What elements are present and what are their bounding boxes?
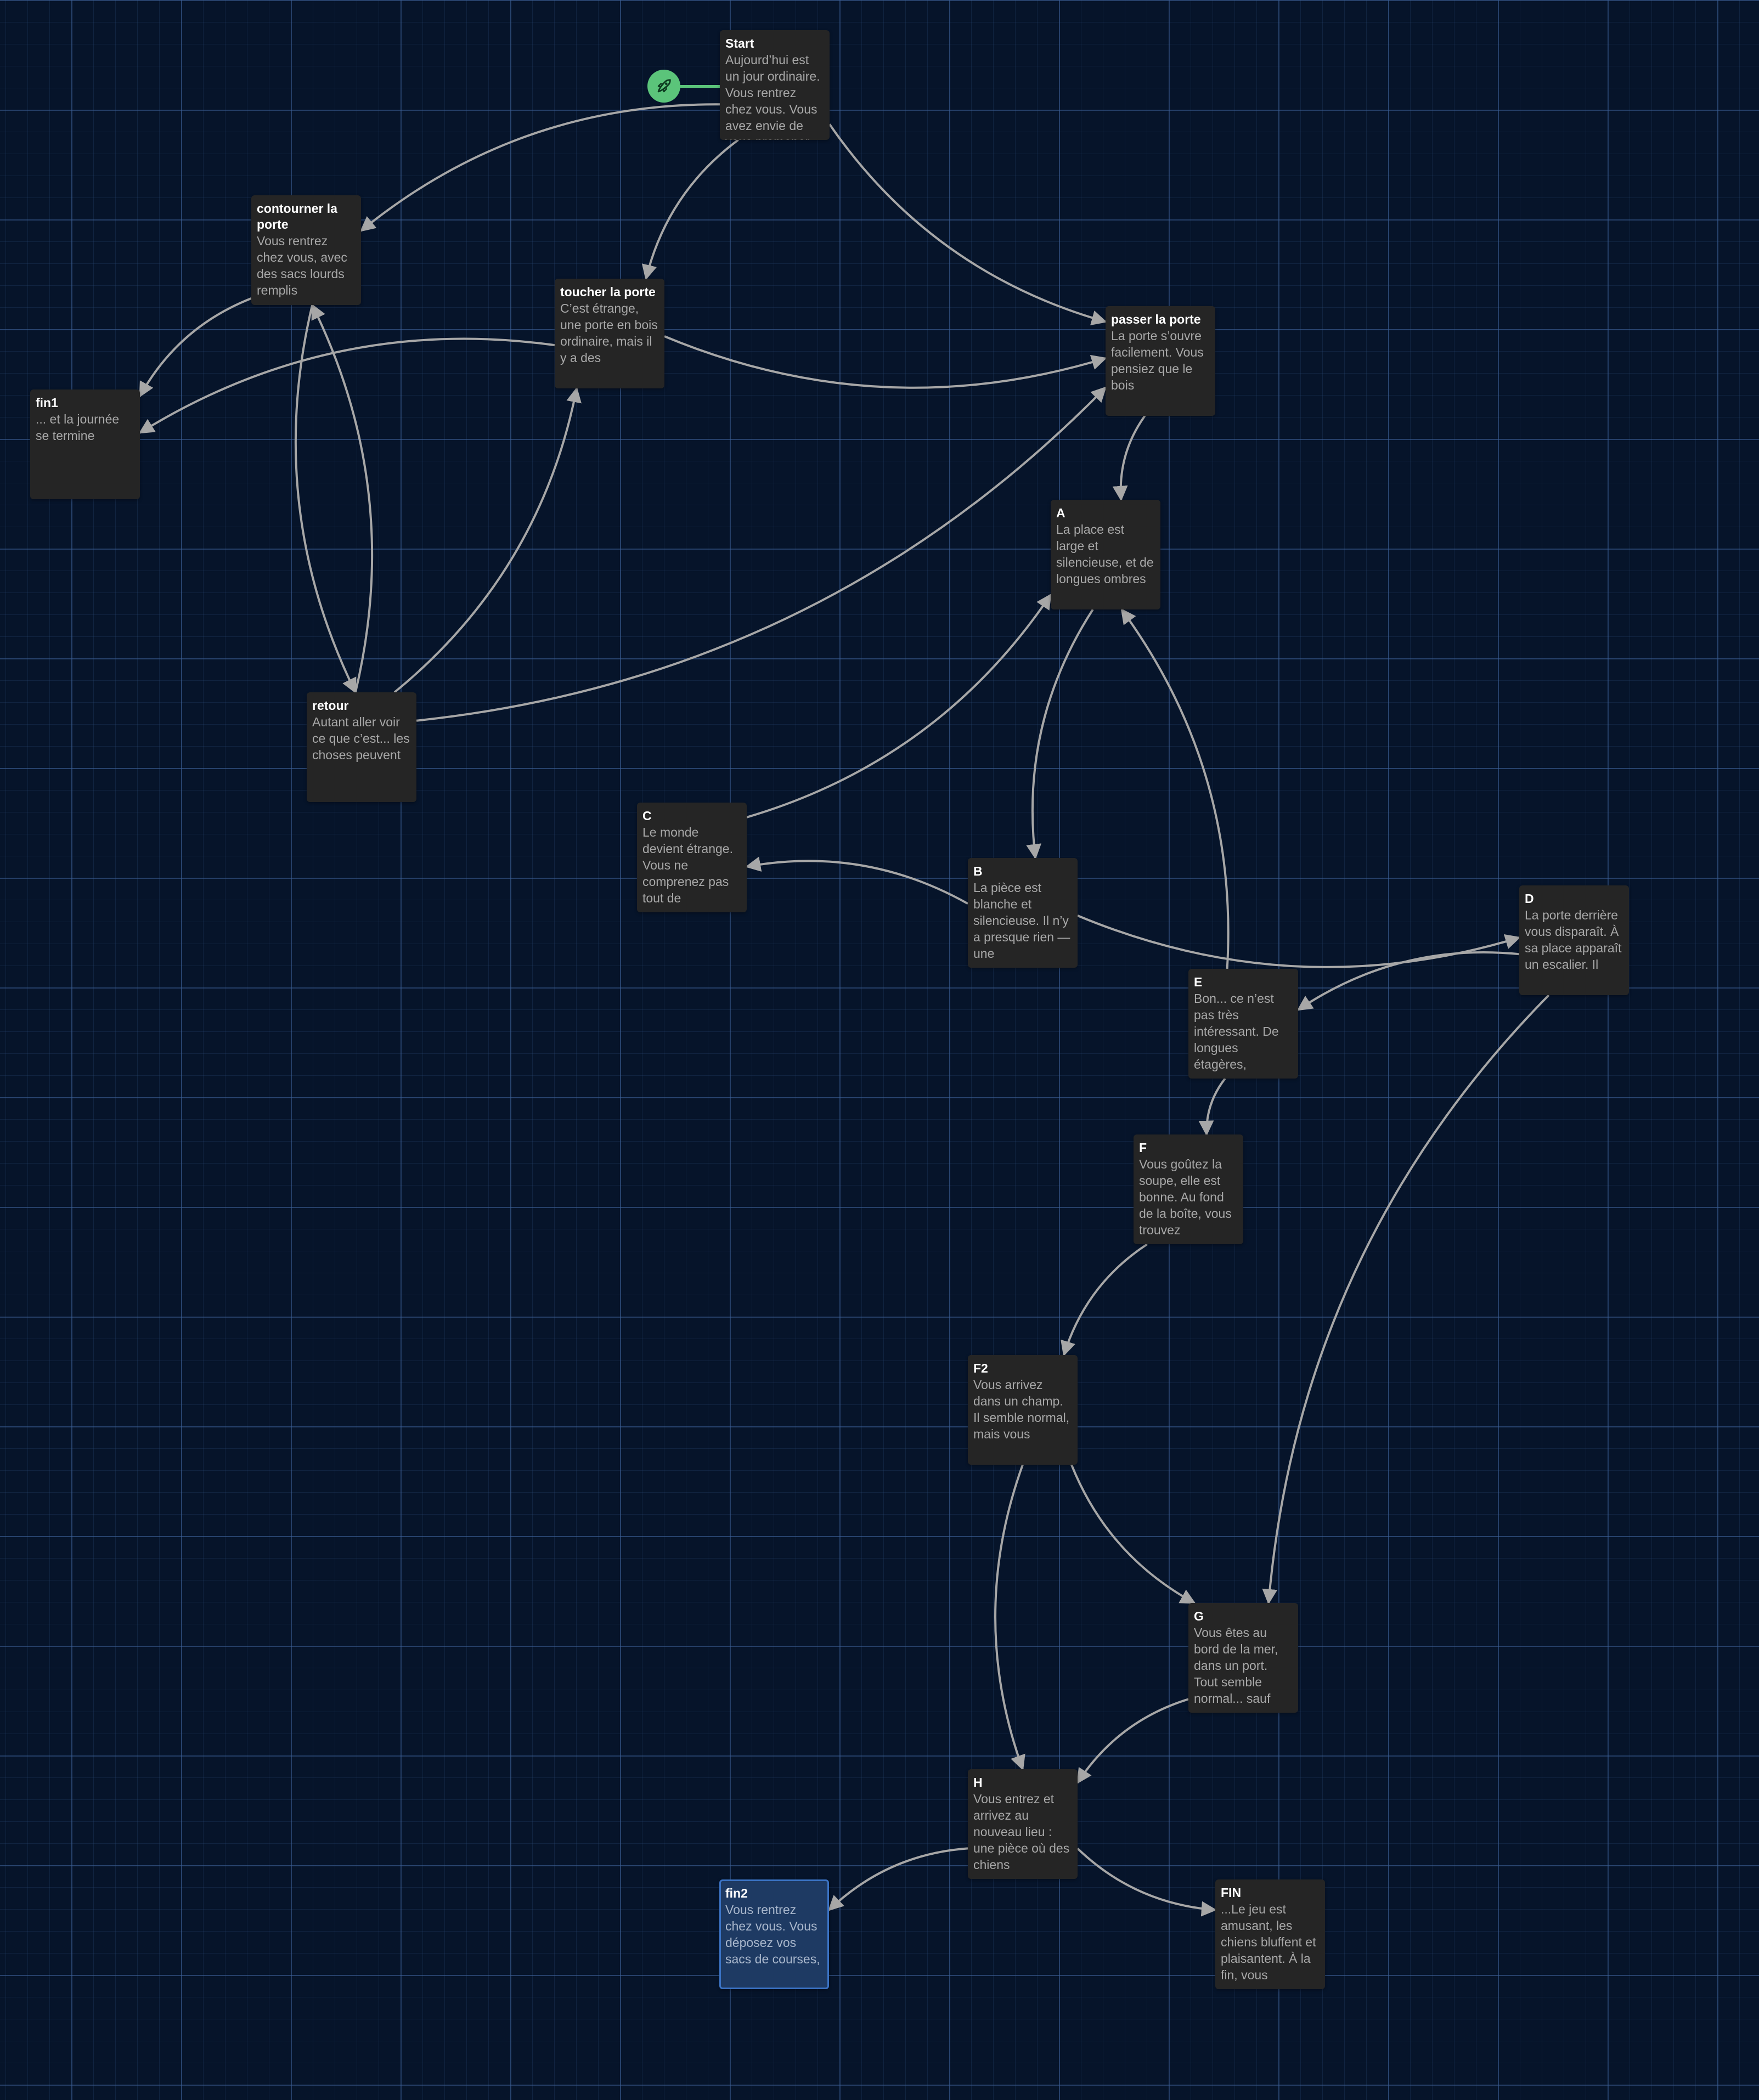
link-G-to-H: [1076, 1698, 1189, 1784]
passage-a[interactable]: A La place est large et silencieuse, et …: [1051, 500, 1160, 609]
passage-excerpt: Le monde devient étrange. Vous ne compre…: [642, 825, 733, 905]
link-contourner-to-retour: [294, 304, 357, 694]
passage-excerpt: Vous goûtez la soupe, elle est bonne. Au…: [1139, 1157, 1232, 1237]
passage-excerpt: ... et la journée se termine: [36, 412, 120, 443]
start-passage-rocket-icon[interactable]: [647, 70, 680, 103]
link-C-to-A: [746, 593, 1052, 818]
link-F2-to-G: [1070, 1464, 1196, 1604]
passage-excerpt: Autant aller voir ce que c’est... les ch…: [312, 715, 410, 762]
link-E-to-A: [1120, 608, 1230, 969]
link-start-to-toucher: [641, 139, 739, 280]
passage-title: passer la porte: [1111, 312, 1201, 326]
passage-retour[interactable]: retour Autant aller voir ce que c’est...…: [307, 692, 416, 802]
passage-title: G: [1194, 1609, 1204, 1623]
link-E-to-F: [1198, 1077, 1226, 1136]
passage-title: B: [973, 864, 983, 878]
link-start-to-contourner: [359, 103, 720, 232]
passage-excerpt: ...Le jeu est amusant, les chiens bluffe…: [1221, 1902, 1316, 1982]
passage-title: retour: [312, 698, 349, 713]
passage-fin1[interactable]: fin1 ... et la journée se termine: [30, 389, 140, 499]
passage-toucher-la-porte[interactable]: toucher la porte C’est étrange, une port…: [555, 279, 664, 388]
passage-contourner-la-porte[interactable]: contourner la porte Vous rentrez chez vo…: [251, 195, 361, 305]
link-B-to-C: [745, 856, 968, 905]
passage-title: D: [1525, 891, 1534, 906]
passage-g[interactable]: G Vous êtes au bord de la mer, dans un p…: [1188, 1603, 1298, 1713]
link-F2-to-H: [994, 1464, 1025, 1771]
passage-excerpt: La place est large et silencieuse, et de…: [1056, 522, 1154, 586]
passage-title: C: [642, 809, 652, 823]
passage-excerpt: Vous arrivez dans un champ. Il semble no…: [973, 1378, 1070, 1441]
passage-title: fin2: [725, 1886, 748, 1900]
link-contourner-to-fin1: [139, 297, 252, 398]
passage-excerpt: C’est étrange, une porte en bois ordinai…: [560, 301, 658, 365]
passage-title: fin1: [36, 396, 58, 410]
passage-excerpt: La porte derrière vous disparaît. À sa p…: [1525, 908, 1622, 972]
passage-excerpt: Vous rentrez chez vous. Vous déposez vos…: [725, 1903, 820, 1966]
passage-passer-la-porte[interactable]: passer la porte La porte s’ouvre facilem…: [1106, 306, 1215, 416]
passage-c[interactable]: C Le monde devient étrange. Vous ne comp…: [637, 803, 747, 912]
passage-d[interactable]: D La porte derrière vous disparaît. À sa…: [1519, 885, 1629, 995]
link-F-to-F2: [1061, 1243, 1148, 1357]
passage-excerpt: Bon... ce n’est pas très intéressant. De…: [1194, 991, 1279, 1071]
passage-title: F: [1139, 1141, 1147, 1155]
link-passer-to-A: [1112, 415, 1146, 501]
link-B-to-D: [1077, 914, 1521, 968]
passage-title: toucher la porte: [560, 285, 656, 299]
passage-title: F2: [973, 1361, 988, 1375]
link-retour-to-toucher: [393, 387, 582, 693]
rocket-icon: [657, 79, 671, 93]
passage-title: H: [973, 1775, 983, 1789]
passage-title: contourner la porte: [257, 201, 337, 232]
link-retour-to-passer: [416, 386, 1107, 722]
passage-excerpt: La porte s’ouvre facilement. Vous pensie…: [1111, 329, 1204, 392]
passage-h[interactable]: H Vous entrez et arrivez au nouveau lieu…: [968, 1769, 1078, 1879]
passage-fin2[interactable]: fin2 Vous rentrez chez vous. Vous dépose…: [719, 1879, 829, 1989]
passage-excerpt: Vous êtes au bord de la mer, dans un por…: [1194, 1625, 1278, 1706]
link-A-to-B: [1026, 608, 1094, 860]
passage-excerpt: Aujourd’hui est un jour ordinaire. Vous …: [725, 53, 820, 140]
link-start-to-passer: [828, 123, 1107, 326]
passage-start[interactable]: Start Aujourd’hui est un jour ordinaire.…: [720, 30, 830, 140]
passage-fin[interactable]: FIN ...Le jeu est amusant, les chiens bl…: [1215, 1879, 1325, 1989]
link-D-to-E: [1296, 951, 1520, 1011]
passage-excerpt: Vous rentrez chez vous, avec des sacs lo…: [257, 234, 347, 297]
link-toucher-to-passer: [664, 335, 1107, 389]
link-toucher-to-fin1: [138, 337, 555, 434]
link-D-to-G: [1262, 994, 1550, 1605]
passage-b[interactable]: B La pièce est blanche et silencieuse. I…: [968, 858, 1078, 968]
link-H-to-FIN: [1076, 1848, 1217, 1917]
start-connector: [680, 85, 720, 88]
passage-title: Start: [725, 36, 754, 50]
passage-e[interactable]: E Bon... ce n’est pas très intéressant. …: [1188, 969, 1298, 1079]
link-H-to-fin2: [827, 1847, 968, 1911]
passage-excerpt: La pièce est blanche et silencieuse. Il …: [973, 880, 1070, 961]
passage-f[interactable]: F Vous goûtez la soupe, elle est bonne. …: [1134, 1134, 1243, 1244]
passage-f2[interactable]: F2 Vous arrivez dans un champ. Il semble…: [968, 1355, 1078, 1465]
passage-title: E: [1194, 975, 1203, 989]
passage-title: FIN: [1221, 1886, 1242, 1900]
passage-title: A: [1056, 506, 1065, 520]
passage-excerpt: Vous entrez et arrivez au nouveau lieu :…: [973, 1792, 1070, 1872]
link-retour-to-contourner: [311, 303, 374, 693]
